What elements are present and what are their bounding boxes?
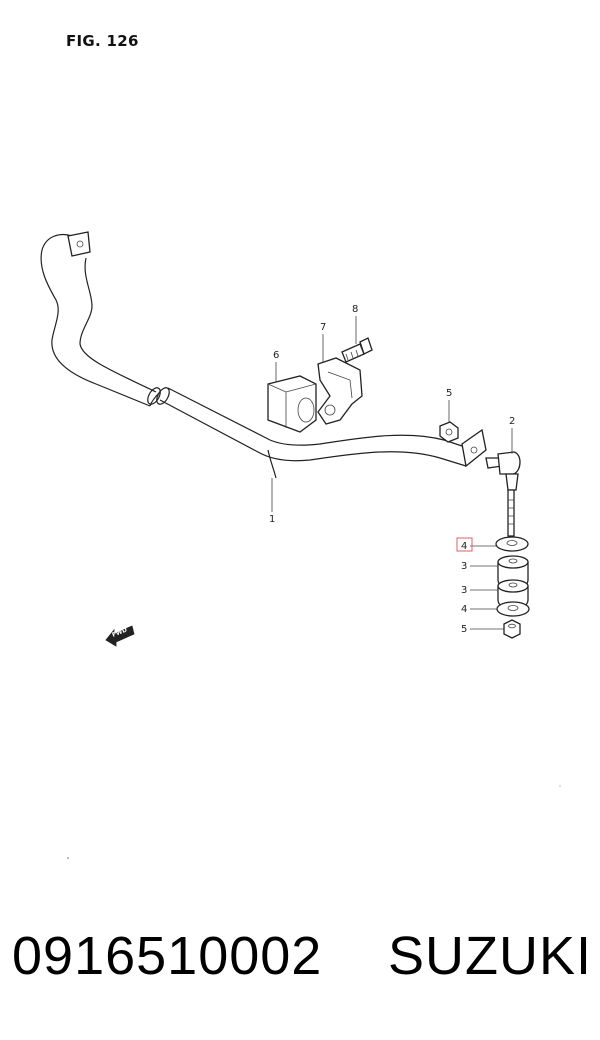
forward-arrow-icon: FWD: [105, 625, 135, 647]
bushing-bracket: [317, 357, 363, 425]
stabilizer-bar: [40, 231, 487, 479]
bracket-bolt: [341, 337, 373, 363]
callout-8: 8: [352, 304, 358, 315]
callout-3-lower: 3: [461, 585, 467, 596]
figure-title: FIG. 126: [66, 32, 139, 50]
footer: [0, 865, 600, 1040]
brand-name: SUZUKI: [388, 926, 593, 986]
leader-lines: [271, 316, 513, 630]
callout-7: 7: [320, 322, 326, 333]
part-number: 0916510002: [12, 926, 323, 986]
callout-3-upper: 3: [461, 561, 467, 572]
callout-1: 1: [269, 514, 275, 525]
callout-5-lower: 5: [461, 624, 467, 635]
bushing: [267, 375, 317, 433]
washer-lower: [496, 601, 530, 617]
callout-6: 6: [273, 350, 279, 361]
callout-4-upper: 4: [461, 541, 467, 552]
callout-highlight: [456, 537, 473, 552]
bottom-nut: [503, 619, 521, 639]
speck: [559, 785, 561, 787]
callout-2: 2: [509, 416, 515, 427]
top-nut: [439, 421, 459, 443]
callout-4-lower: 4: [461, 604, 467, 615]
link-rod: [485, 451, 521, 537]
washer-upper: [495, 536, 529, 552]
callout-5-upper: 5: [446, 388, 452, 399]
speck: [67, 857, 69, 859]
